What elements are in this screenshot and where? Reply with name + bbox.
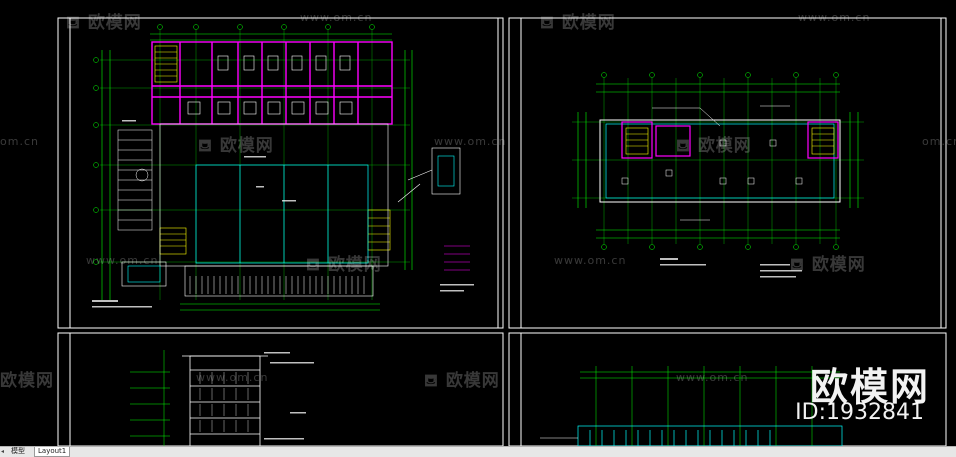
watermark-url: www.om.cn: [554, 254, 627, 267]
sheet-frame-bottom-right: [508, 332, 947, 446]
watermark-url: www.om.cn: [300, 11, 373, 24]
watermark-logo: 欧模网: [0, 371, 54, 391]
sheet-frame-top-left: [57, 17, 504, 329]
watermark-logo: ⛾ 欧模网: [66, 13, 142, 33]
watermark-url: www.om.cn: [86, 254, 159, 267]
watermark-logo: ⛾ 欧模网: [306, 255, 382, 275]
tab-nav-arrow-icon[interactable]: ◂: [1, 448, 5, 455]
sofa-logo-icon: ⛾: [306, 255, 321, 275]
watermark-logo: ⛾ 欧模网: [540, 13, 616, 33]
sofa-logo-icon: ⛾: [424, 371, 439, 391]
watermark-logo: ⛾ 欧模网: [790, 255, 866, 275]
sofa-logo-icon: ⛾: [790, 255, 805, 275]
watermark-url: www.om.cn: [798, 11, 871, 24]
brand-watermark: 欧模网: [809, 365, 930, 409]
watermark-logo: ⛾ 欧模网: [198, 136, 274, 156]
floor-plan-roof: [572, 72, 864, 278]
watermark-url: www.om.cn: [434, 135, 507, 148]
watermark-logo: ⛾ 欧模网: [676, 136, 752, 156]
sheet-frame-top-right: [508, 17, 947, 329]
cad-drawing-canvas[interactable]: ⛾ 欧模网 www.om.cn ⛾ 欧模网 www.om.cn om.cn ⛾ …: [0, 0, 956, 446]
sofa-logo-icon: ⛾: [676, 136, 691, 156]
sheet-frames: [57, 17, 947, 446]
watermark-url: om.cn: [0, 135, 39, 148]
sofa-logo-icon: ⛾: [66, 13, 81, 33]
elevation-drawing: [130, 350, 314, 446]
model-id-label: ID:1932841: [795, 400, 924, 425]
watermark-url: www.om.cn: [676, 371, 749, 384]
floor-plan-ground: [92, 24, 474, 311]
cad-drawing: [57, 17, 947, 446]
watermark-logo: ⛾ 欧模网: [424, 371, 500, 391]
tab-model[interactable]: 模型: [11, 447, 25, 455]
layout-tab-bar: ◂ 模型 Layout1: [0, 446, 956, 457]
sofa-logo-icon: ⛾: [198, 136, 213, 156]
sofa-logo-icon: ⛾: [540, 13, 555, 33]
elevation-drawing-right: [540, 366, 843, 446]
watermark-url: www.om.cn: [196, 371, 269, 384]
watermark-url: om.cn: [922, 135, 956, 148]
sheet-frame-bottom-left: [57, 332, 504, 446]
